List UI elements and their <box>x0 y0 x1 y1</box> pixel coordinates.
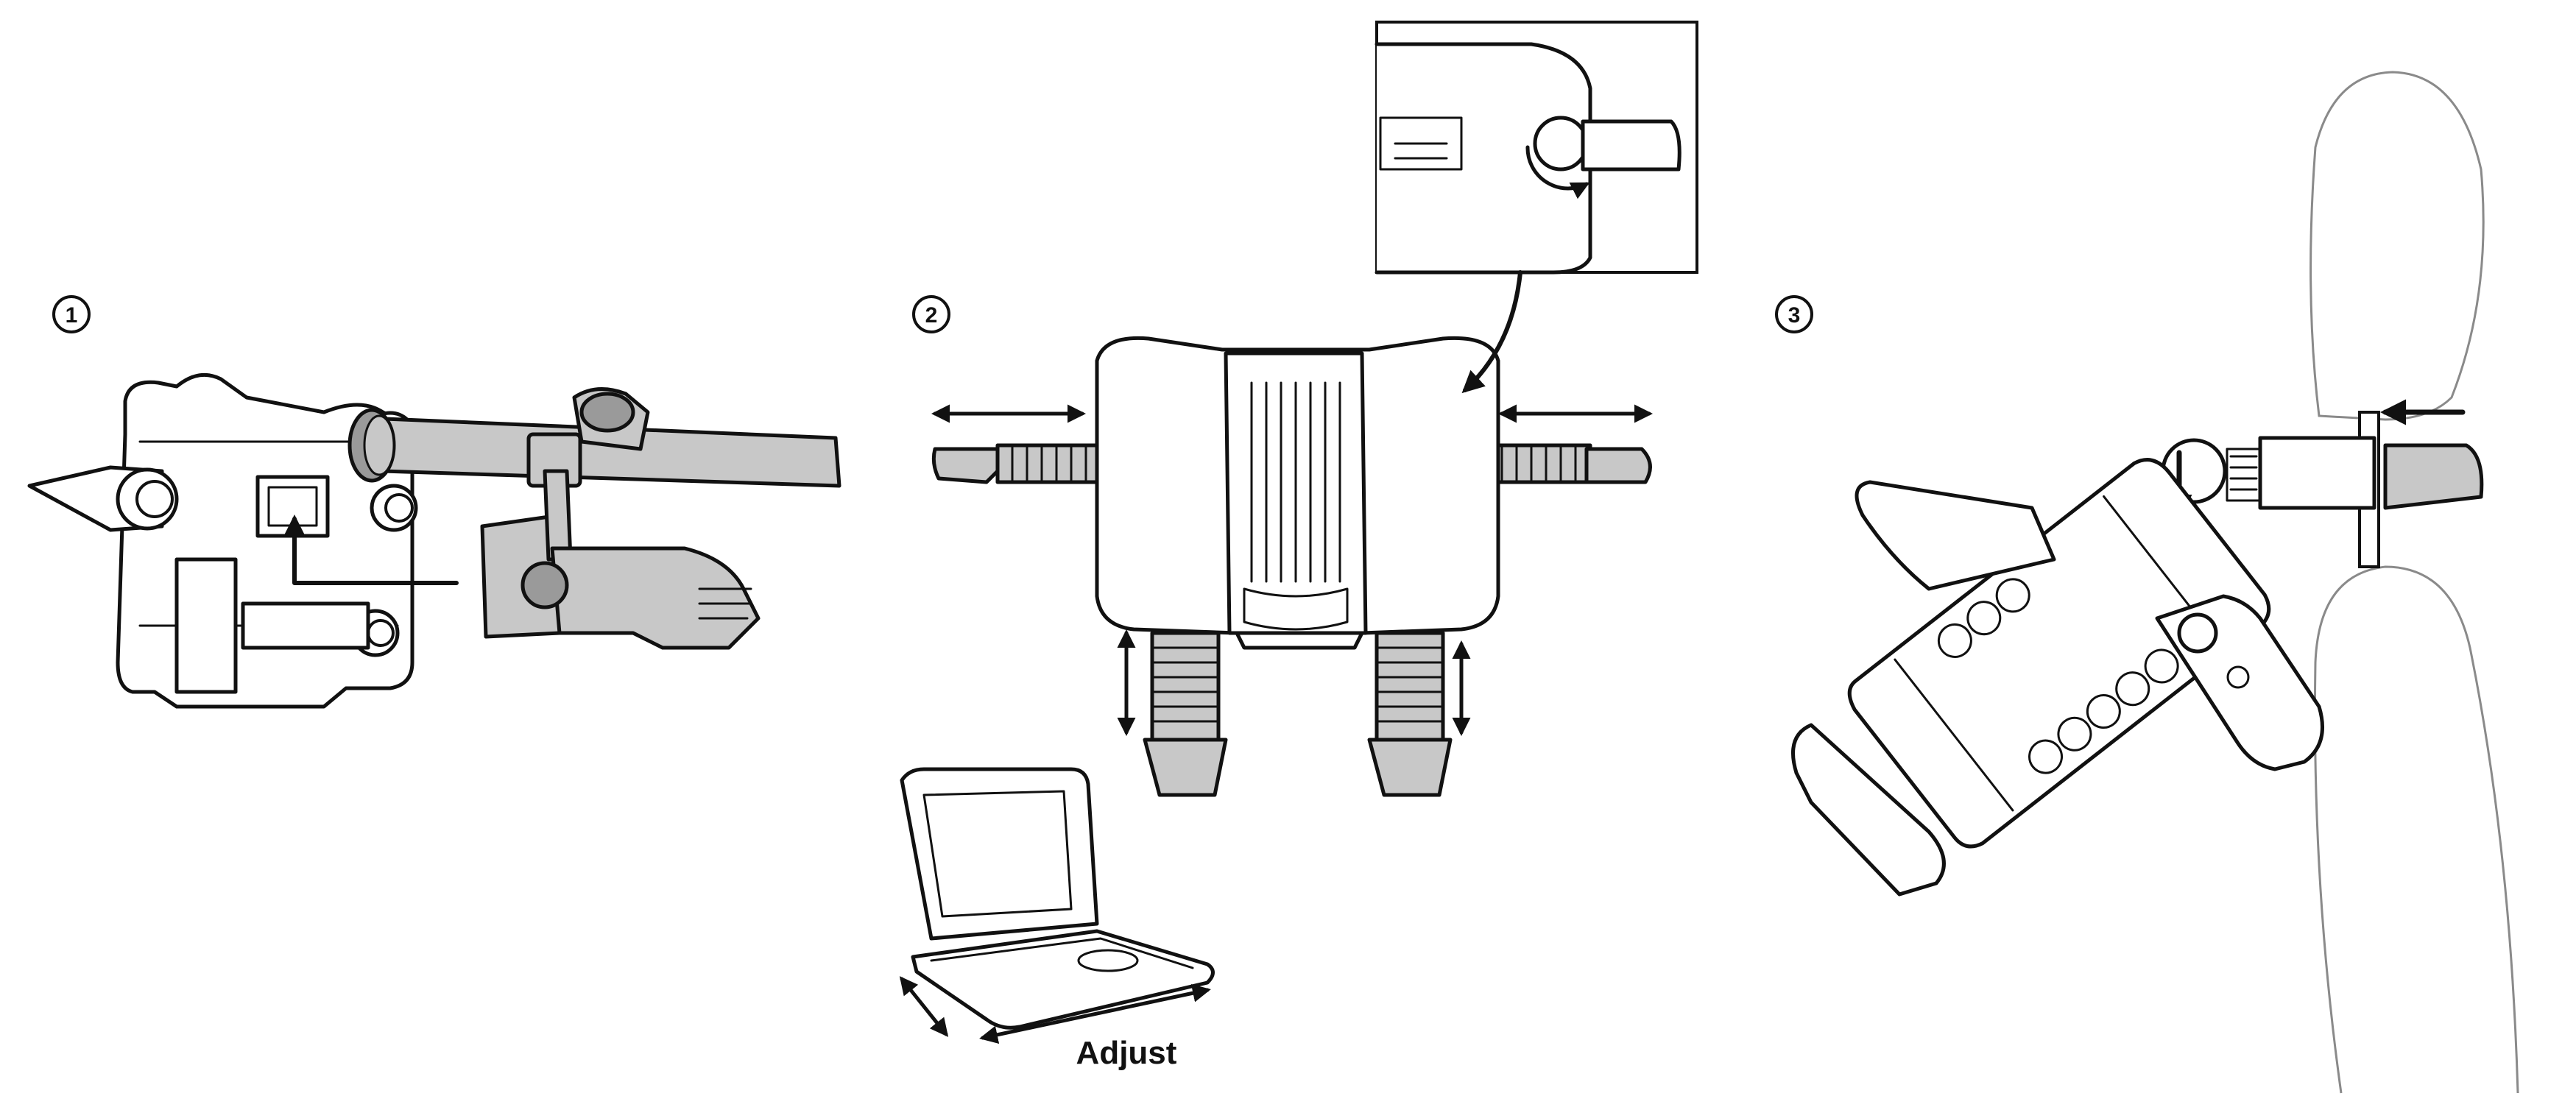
dvd-width-arrow <box>979 983 1211 1044</box>
left-ratchet <box>995 443 1103 484</box>
step-2-marker: 2 <box>912 295 950 333</box>
step-2-holder-illustration: Adjust <box>899 21 1698 1071</box>
inset-latch <box>1581 119 1682 172</box>
holder-foot <box>1791 723 1946 897</box>
seat-headrest <box>2309 71 2485 421</box>
clamp-cap <box>2383 443 2484 510</box>
bar-collar <box>347 408 396 483</box>
callout-arrow <box>1461 270 1522 394</box>
post-clamp <box>2258 436 2376 510</box>
step-1-marker: 1 <box>52 295 91 333</box>
step-3-marker: 3 <box>1775 295 1813 333</box>
step-1-number: 1 <box>66 303 78 328</box>
right-foot <box>1367 738 1453 797</box>
dvd-depth-arrow <box>899 976 949 1037</box>
left-grip <box>931 447 1003 484</box>
left-leg <box>1150 631 1221 742</box>
step-2-number: 2 <box>925 303 938 328</box>
dvd-base <box>911 929 1215 1030</box>
step-1-mount-illustration <box>27 372 841 709</box>
step-3-number: 3 <box>1788 303 1801 328</box>
right-grip <box>1584 447 1652 484</box>
lower-arm <box>550 546 761 650</box>
step-3-installed-illustration <box>1791 71 2519 1094</box>
right-leg <box>1375 631 1445 742</box>
arm-pivot <box>521 561 569 609</box>
insert-arrow <box>283 515 459 585</box>
seat-back <box>2313 565 2519 1094</box>
holder-wing-arm <box>1855 480 2056 591</box>
adjust-caption: Adjust <box>1076 1035 1177 1071</box>
knob-mid-right <box>370 484 418 532</box>
inset-rotate-arrow <box>1525 145 1590 199</box>
left-foot <box>1143 738 1228 797</box>
dvd-player-illustration: Adjust <box>899 767 1215 1071</box>
inset-knob <box>1533 116 1589 172</box>
knob-left <box>116 467 179 531</box>
